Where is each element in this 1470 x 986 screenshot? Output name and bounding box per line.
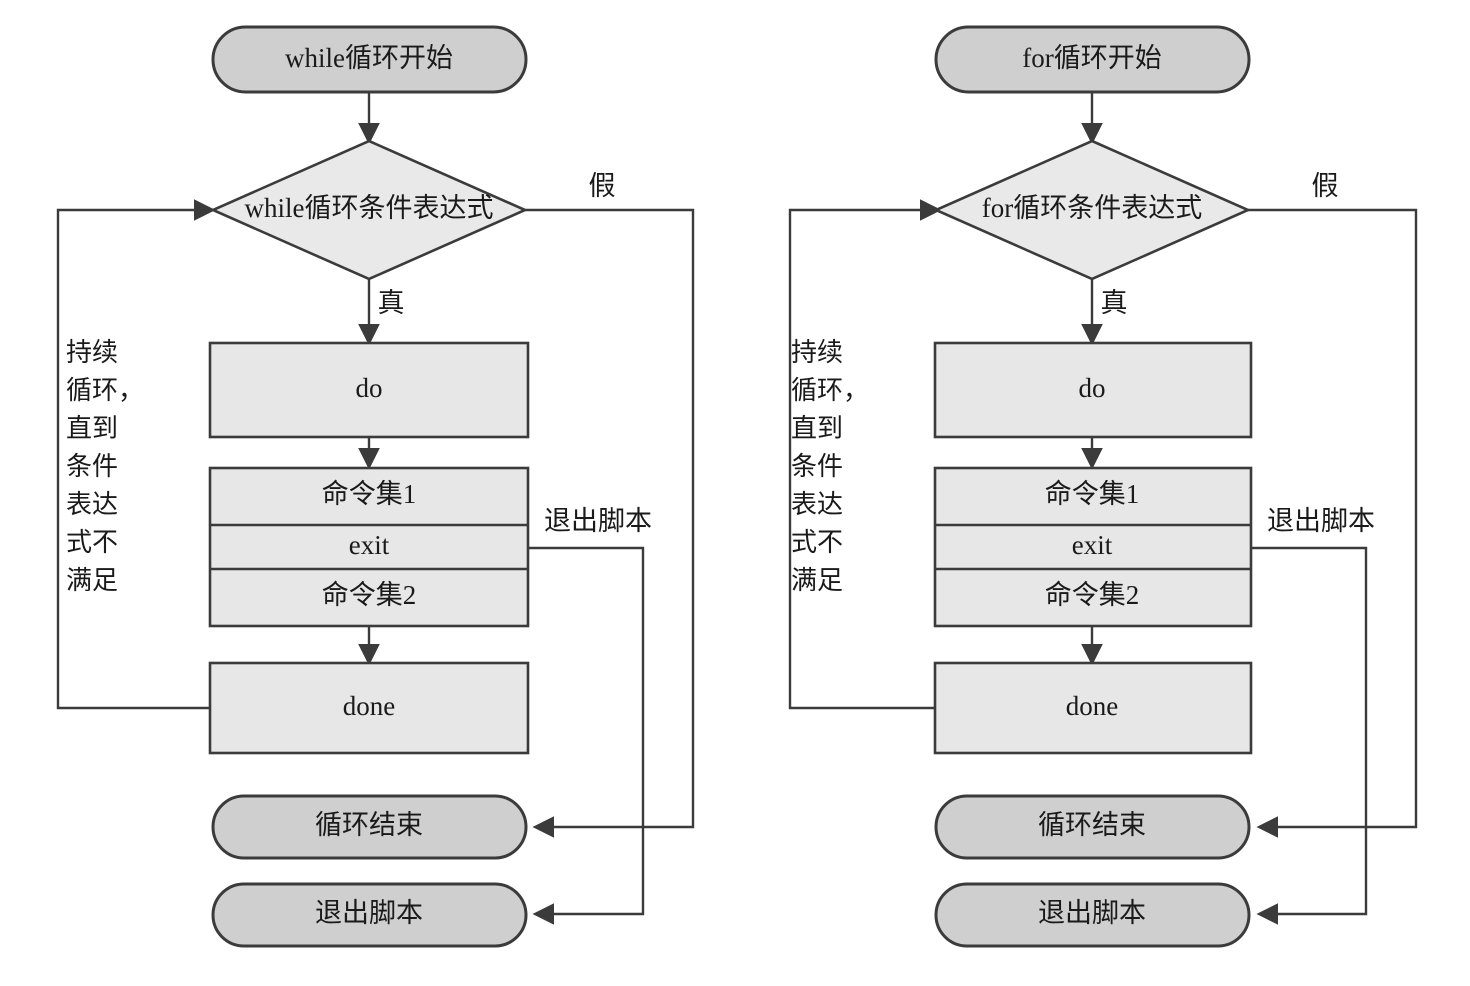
loopback-note-line-1: 循环， (66, 376, 144, 405)
connector-exit-to-exitscript-2 (1251, 546, 1368, 925)
loopback-note-2-line-2: 直到 (791, 414, 843, 443)
decision-condition[interactable] (209, 139, 529, 281)
loopback-note-line-5: 式不 (66, 528, 118, 557)
panel-for-loop: for循环开始 for循环条件表达式 假 真 持续 循环， 直到 条件 表达 式… (788, 25, 1418, 948)
terminal-end-loop-2[interactable] (934, 794, 1251, 860)
loopback-note-line-6: 满足 (66, 566, 118, 595)
process-do[interactable] (208, 341, 530, 439)
terminal-start-2[interactable] (934, 25, 1251, 94)
process-body-2[interactable] (933, 466, 1253, 628)
process-body-row-2: 命令集2 (322, 580, 417, 610)
connector-false-to-end (525, 208, 695, 838)
terminal-start[interactable] (211, 25, 528, 94)
terminal-end-loop[interactable] (211, 794, 528, 860)
edge-label-false-2: 假 (1312, 171, 1339, 201)
process-do-2[interactable] (933, 341, 1253, 439)
terminal-end-loop-label: 循环结束 (315, 810, 423, 840)
terminal-exit-script[interactable] (211, 882, 528, 948)
edge-label-false: 假 (589, 171, 616, 201)
process-body-row-1: exit (349, 530, 390, 560)
terminal-end-loop-label-2: 循环结束 (1038, 810, 1146, 840)
panel-while-loop: while循环开始 while循环条件表达式 假 真 持续 循环， 直到 条件 … (56, 25, 695, 948)
process-body-row-0: 命令集1 (322, 479, 417, 509)
loopback-note-2-line-0: 持续 (791, 338, 843, 367)
process-body-2-row-0: 命令集1 (1045, 479, 1140, 509)
terminal-exit-script-label-2: 退出脚本 (1038, 898, 1146, 928)
terminal-exit-script-2[interactable] (934, 882, 1251, 948)
process-done-label-2: done (1066, 691, 1119, 721)
process-done-label: done (343, 691, 396, 721)
process-body[interactable] (208, 466, 530, 628)
process-done-2[interactable] (933, 661, 1253, 755)
edge-label-exit-script: 退出脚本 (544, 506, 652, 536)
loopback-note-2-line-5: 式不 (791, 528, 843, 557)
loopback-note-line-0: 持续 (66, 338, 118, 367)
connector-false-to-end-2 (1248, 208, 1418, 838)
terminal-start-label-2: for循环开始 (1022, 43, 1161, 73)
loopback-note-2-line-6: 满足 (791, 566, 843, 595)
connector-exit-to-exitscript (528, 546, 645, 925)
edge-label-exit-script-2: 退出脚本 (1267, 506, 1375, 536)
decision-condition-label-2: for循环条件表达式 (982, 193, 1202, 223)
process-done[interactable] (208, 661, 530, 755)
connector-loopback-2 (788, 199, 942, 710)
loopback-note-2-line-4: 表达 (791, 490, 843, 519)
connector-loopback (56, 199, 216, 710)
process-do-label: do (356, 373, 383, 403)
loopback-note-2: 持续 循环， 直到 条件 表达 式不 满足 (791, 338, 869, 595)
loopback-note-line-3: 条件 (66, 452, 118, 481)
process-body-2-row-2: 命令集2 (1045, 580, 1140, 610)
loopback-note-line-2: 直到 (66, 414, 118, 443)
decision-condition-2[interactable] (932, 139, 1252, 281)
edge-label-true: 真 (378, 288, 405, 318)
loopback-note: 持续 循环， 直到 条件 表达 式不 满足 (66, 338, 144, 595)
loopback-note-2-line-3: 条件 (791, 452, 843, 481)
terminal-exit-script-label: 退出脚本 (315, 898, 423, 928)
loopback-note-line-4: 表达 (66, 490, 118, 519)
process-body-2-row-1: exit (1072, 530, 1113, 560)
loopback-note-2-line-1: 循环， (791, 376, 869, 405)
process-do-label-2: do (1079, 373, 1106, 403)
terminal-start-label: while循环开始 (285, 43, 453, 73)
edge-label-true-2: 真 (1101, 288, 1128, 318)
decision-condition-label: while循环条件表达式 (245, 193, 494, 223)
